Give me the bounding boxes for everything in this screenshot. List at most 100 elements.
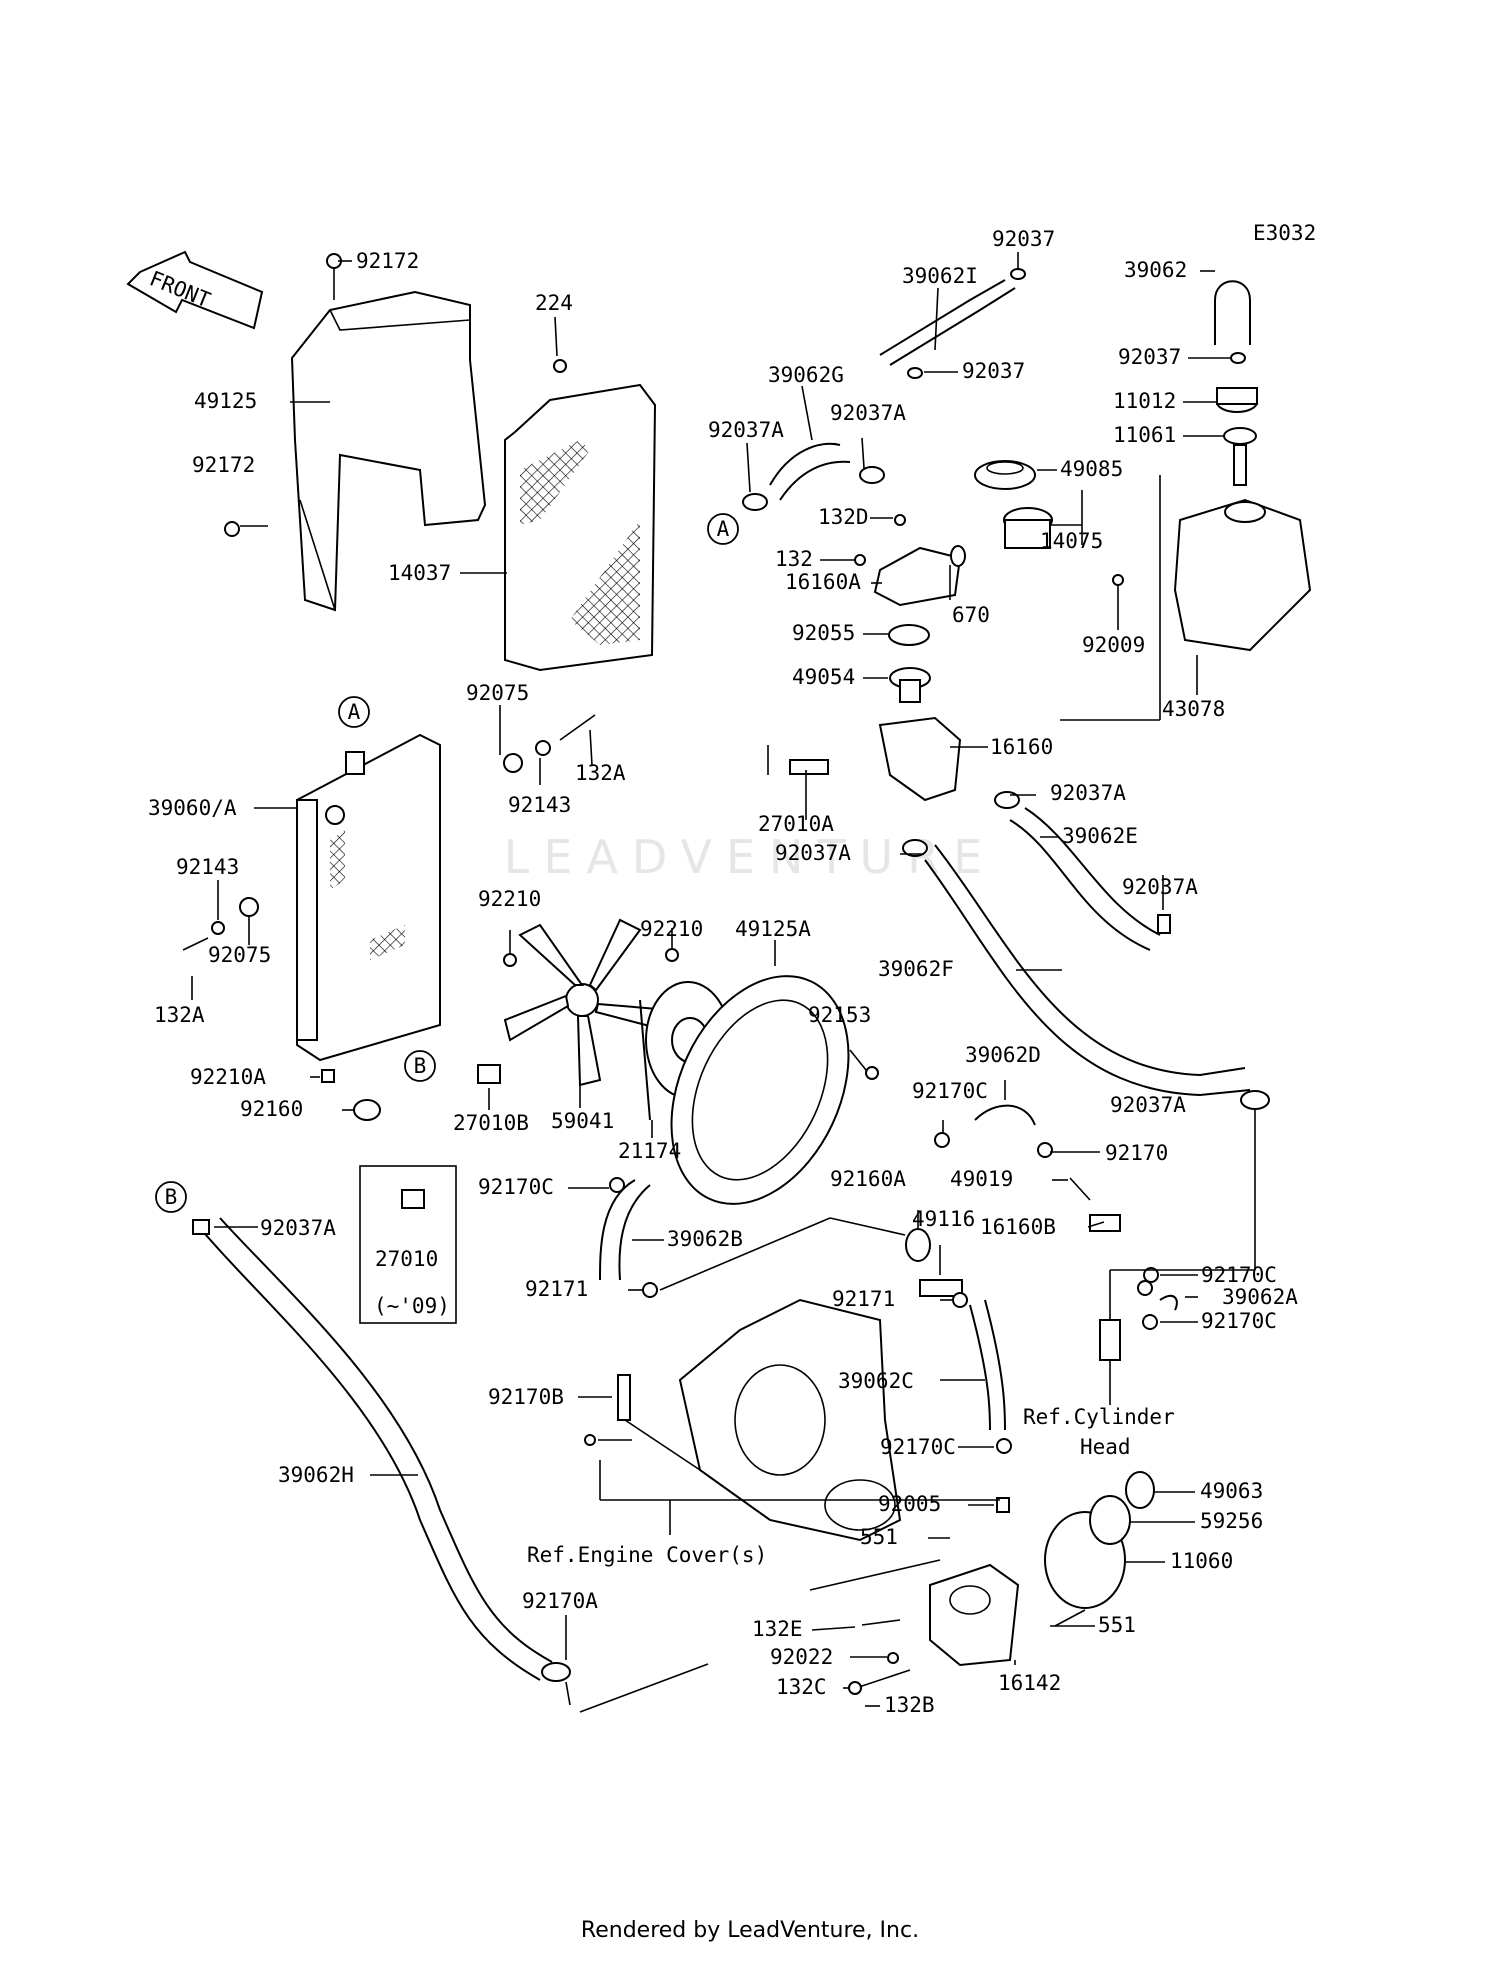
- hose-39062g: [769, 442, 851, 501]
- label-92171-b: 92171: [832, 1287, 895, 1311]
- clamp-92037a-6: [192, 1219, 210, 1235]
- label-39062G: 39062G: [768, 363, 844, 387]
- nut-92075-a: [503, 753, 523, 773]
- label-92160A: 92160A: [830, 1167, 906, 1191]
- label-39062F: 39062F: [878, 957, 954, 981]
- bushing-92160a: [905, 1228, 931, 1262]
- label-132C: 132C: [776, 1675, 827, 1699]
- clamp-92170c-3: [1143, 1267, 1159, 1283]
- label-27010-note: (~'09): [374, 1294, 450, 1318]
- label-92210-a: 92210: [478, 887, 541, 911]
- label-92037-top: 92037: [992, 227, 1055, 251]
- label-224: 224: [535, 291, 573, 315]
- label-132D: 132D: [818, 505, 869, 529]
- fitting-49116: [919, 1279, 963, 1297]
- bolt-92009: [1112, 574, 1124, 586]
- o-ring-92055: [888, 624, 930, 646]
- engine-cover: [678, 1298, 902, 1542]
- footer-credit: Rendered by LeadVenture, Inc.: [580, 1918, 920, 1943]
- hose-39062c: [969, 1299, 1006, 1431]
- bushing-92160: [353, 1099, 381, 1121]
- label-92153: 92153: [808, 1003, 871, 1027]
- label-59256: 59256: [1200, 1509, 1263, 1533]
- hose-39062h: [199, 1217, 553, 1681]
- fan-shroud-49125a: [670, 975, 850, 1205]
- nut-92210a: [321, 1069, 335, 1083]
- fan-59041: [503, 918, 672, 1087]
- label-92170B: 92170B: [488, 1385, 564, 1409]
- sensor-27010: [401, 1189, 425, 1209]
- label-132A-b: 132A: [154, 1003, 205, 1027]
- label-49019: 49019: [950, 1167, 1013, 1191]
- clamp-92170a: [541, 1662, 571, 1682]
- svg-text:B: B: [414, 1054, 427, 1078]
- clamp-92170c-2: [609, 1177, 625, 1193]
- bolt-92172-mid: [224, 521, 240, 537]
- filler-neck-14075: [1003, 507, 1053, 549]
- clamp-92170c-4: [1142, 1314, 1158, 1330]
- bracket-92170b: [617, 1374, 631, 1421]
- clamp-92037a-4: [1157, 914, 1171, 934]
- label-39062B: 39062B: [667, 1227, 743, 1251]
- pin-49019: [1069, 1177, 1091, 1201]
- seal-49063: [1125, 1471, 1155, 1509]
- callout-b-hose: B: [155, 1181, 187, 1213]
- label-49116: 49116: [912, 1207, 975, 1231]
- label-92037A-3: 92037A: [1050, 781, 1126, 805]
- label-39062H: 39062H: [278, 1463, 354, 1487]
- front-arrow-icon: [126, 250, 264, 330]
- label-39062E: 39062E: [1062, 824, 1138, 848]
- cap-49085: [974, 460, 1036, 490]
- bolt-132c: [848, 1681, 862, 1695]
- clamp-92171-a: [642, 1282, 658, 1298]
- label-14075: 14075: [1040, 529, 1103, 553]
- clamp-92037a-1: [742, 493, 768, 511]
- leader-lines: [191, 252, 1256, 1713]
- label-132: 132: [775, 547, 813, 571]
- label-551-a: 551: [860, 1525, 898, 1549]
- label-551-b: 551: [1098, 1613, 1136, 1637]
- switch-27010b: [477, 1064, 501, 1084]
- label-92170: 92170: [1105, 1141, 1168, 1165]
- label-132B: 132B: [884, 1693, 935, 1717]
- svg-text:A: A: [348, 700, 361, 724]
- label-92037A-5: 92037A: [775, 841, 851, 865]
- label-132A-a: 132A: [575, 761, 626, 785]
- label-92143-a: 92143: [508, 793, 571, 817]
- label-92171-a: 92171: [525, 1277, 588, 1301]
- washer-92143-b: [211, 921, 225, 935]
- label-16142: 16142: [998, 1671, 1061, 1695]
- label-11061: 11061: [1113, 423, 1176, 447]
- label-92170C-4: 92170C: [1201, 1309, 1277, 1333]
- pump-body-16142: [929, 1563, 1020, 1667]
- reservoir-43078: [1173, 498, 1312, 652]
- label-39062C: 39062C: [838, 1369, 914, 1393]
- label-39060A: 39060/A: [148, 796, 237, 820]
- label-92075-b: 92075: [208, 943, 271, 967]
- label-43078: 43078: [1162, 697, 1225, 721]
- cap-11061: [1223, 427, 1257, 486]
- label-27010: 27010: [375, 1247, 438, 1271]
- washer-92143-a: [535, 740, 551, 756]
- label-49054: 49054: [792, 665, 855, 689]
- clamp-92170c-5: [996, 1438, 1012, 1454]
- bolt-132d: [894, 514, 906, 526]
- label-14037: 14037: [388, 561, 451, 585]
- label-132E: 132E: [752, 1617, 803, 1641]
- label-92037A-6: 92037A: [260, 1216, 336, 1240]
- label-92160: 92160: [240, 1097, 303, 1121]
- label-92172-mid: 92172: [192, 453, 255, 477]
- hose-39062d: [974, 1104, 1036, 1126]
- label-49125: 49125: [194, 389, 257, 413]
- clamp-92037-mid: [907, 367, 923, 379]
- label-92009: 92009: [1082, 633, 1145, 657]
- label-92005: 92005: [878, 1492, 941, 1516]
- label-92037A-1: 92037A: [708, 418, 784, 442]
- radiator-screen-14037: [504, 383, 657, 672]
- shroud-49125: [290, 290, 487, 612]
- label-16160: 16160: [990, 735, 1053, 759]
- thermostat-housing-16160: [878, 716, 962, 802]
- thermostat-49054: [889, 667, 931, 703]
- clamp-92037a-5: [902, 839, 928, 857]
